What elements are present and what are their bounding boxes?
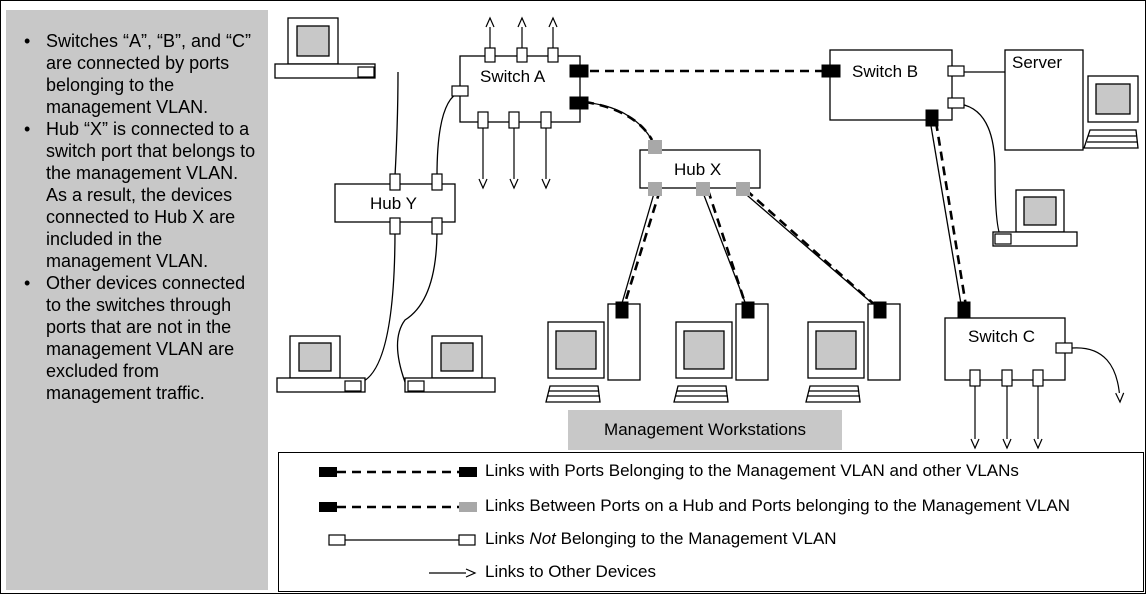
mgmt-port bbox=[821, 64, 841, 78]
hub-ports bbox=[648, 140, 750, 196]
pc-bottom-mid bbox=[404, 335, 496, 393]
port bbox=[477, 111, 489, 129]
port bbox=[516, 47, 528, 63]
workstations-caption: Management Workstations bbox=[568, 410, 842, 450]
port bbox=[484, 47, 496, 63]
server-label: Server bbox=[1012, 53, 1062, 72]
link-switchb-to-switchc-plain bbox=[929, 119, 963, 311]
plain-ports bbox=[344, 47, 1073, 392]
mgmt-port bbox=[925, 109, 939, 127]
link-hubx-ws2 bbox=[706, 189, 748, 307]
link-hubx-to-ws1-plain bbox=[619, 189, 656, 311]
link-switchb-switchc bbox=[934, 121, 968, 307]
note-text: Hub “X” is connected to a switch port th… bbox=[46, 119, 256, 271]
hub-port bbox=[736, 182, 750, 196]
mgmt-port bbox=[569, 64, 589, 78]
workstation-3 bbox=[805, 303, 901, 403]
notes-panel: • Switches “A”, “B”, and “C” are connecte… bbox=[6, 10, 268, 590]
mgmt-port bbox=[741, 301, 755, 319]
link-huby-to-pc-mid bbox=[396, 229, 438, 383]
port bbox=[389, 217, 401, 235]
mgmt-port bbox=[615, 301, 629, 319]
switch-c-label: Switch C bbox=[968, 327, 1035, 346]
legend: Links with Ports Belonging to the Manage… bbox=[278, 452, 1144, 592]
note-item: • Switches “A”, “B”, and “C” are connecte… bbox=[24, 30, 262, 118]
link-hubx-to-ws3-plain bbox=[740, 189, 881, 311]
note-item: • Hub “X” is connected to a switch port t… bbox=[24, 118, 262, 272]
bullet-icon: • bbox=[24, 273, 31, 293]
switch-a bbox=[459, 55, 581, 123]
bullet-icon: • bbox=[24, 31, 31, 51]
legend-item-hub: Links Between Ports on a Hub and Ports b… bbox=[485, 496, 1070, 515]
legend-item-plain-pre: Links bbox=[485, 529, 530, 548]
port bbox=[947, 65, 965, 77]
pc-top-left bbox=[274, 17, 376, 79]
server-monitor bbox=[1083, 75, 1139, 149]
workstation-1 bbox=[545, 303, 641, 403]
switch-b-label: Switch B bbox=[852, 62, 918, 81]
hub-port bbox=[696, 182, 710, 196]
link-switchb-to-pc bbox=[959, 103, 1004, 241]
port bbox=[431, 217, 443, 235]
port bbox=[389, 173, 401, 191]
port bbox=[969, 369, 981, 387]
link-switcha-hubx bbox=[584, 100, 654, 141]
port bbox=[547, 47, 559, 63]
note-text: Other devices connected to the switches … bbox=[46, 273, 246, 403]
link-hubx-ws3 bbox=[745, 189, 877, 307]
port bbox=[947, 97, 965, 109]
port bbox=[1055, 342, 1073, 354]
port bbox=[1032, 369, 1044, 387]
port bbox=[407, 380, 425, 392]
legend-item-plain: Links Not Belonging to the Management VL… bbox=[485, 529, 837, 549]
mgmt-port bbox=[873, 301, 887, 319]
server bbox=[1004, 49, 1084, 151]
note-text: Switches “A”, “B”, and “C” are connected… bbox=[46, 31, 252, 117]
mgmt-links bbox=[584, 69, 968, 307]
legend-symbol-hub bbox=[319, 502, 477, 512]
port bbox=[994, 233, 1012, 245]
legend-item-plain-em: Not bbox=[529, 529, 556, 548]
pc-bottom-left bbox=[276, 335, 366, 393]
link-huby-to-pc-left bbox=[354, 229, 396, 385]
mgmt-ports bbox=[569, 64, 971, 319]
hub-x-label: Hub X bbox=[674, 160, 721, 179]
legend-item-arrow: Links to Other Devices bbox=[485, 562, 657, 581]
port bbox=[431, 173, 443, 191]
mgmt-port bbox=[569, 96, 589, 110]
link-pc-to-huby bbox=[394, 71, 399, 177]
legend-item-plain-post: Belonging to the Management VLAN bbox=[555, 529, 837, 548]
legend-symbol-plain bbox=[328, 534, 476, 546]
port bbox=[540, 111, 552, 129]
bullet-icon: • bbox=[24, 119, 31, 139]
legend-symbol-mgmt bbox=[319, 467, 477, 477]
link-huby-to-switcha bbox=[436, 91, 461, 177]
note-item: • Other devices connected to the switches… bbox=[24, 272, 262, 404]
port bbox=[451, 85, 469, 97]
hub-y-label: Hub Y bbox=[370, 194, 417, 213]
switch-a-label: Switch A bbox=[480, 67, 546, 86]
pc-right bbox=[992, 189, 1078, 247]
port bbox=[357, 66, 375, 78]
arrow-link bbox=[1071, 347, 1125, 404]
switch-b bbox=[829, 49, 953, 121]
legend-symbols bbox=[319, 467, 477, 578]
link-hubx-ws1 bbox=[622, 189, 662, 307]
mgmt-port bbox=[957, 301, 971, 319]
hub-port bbox=[648, 140, 662, 154]
port bbox=[1001, 369, 1013, 387]
link-hubx-to-switcha-plain bbox=[577, 101, 653, 141]
workstation-2 bbox=[673, 303, 769, 403]
port bbox=[508, 111, 520, 129]
port bbox=[344, 380, 362, 392]
hub-port bbox=[648, 182, 662, 196]
legend-item-mgmt: Links with Ports Belonging to the Manage… bbox=[485, 461, 1019, 480]
external-links bbox=[478, 16, 1125, 450]
